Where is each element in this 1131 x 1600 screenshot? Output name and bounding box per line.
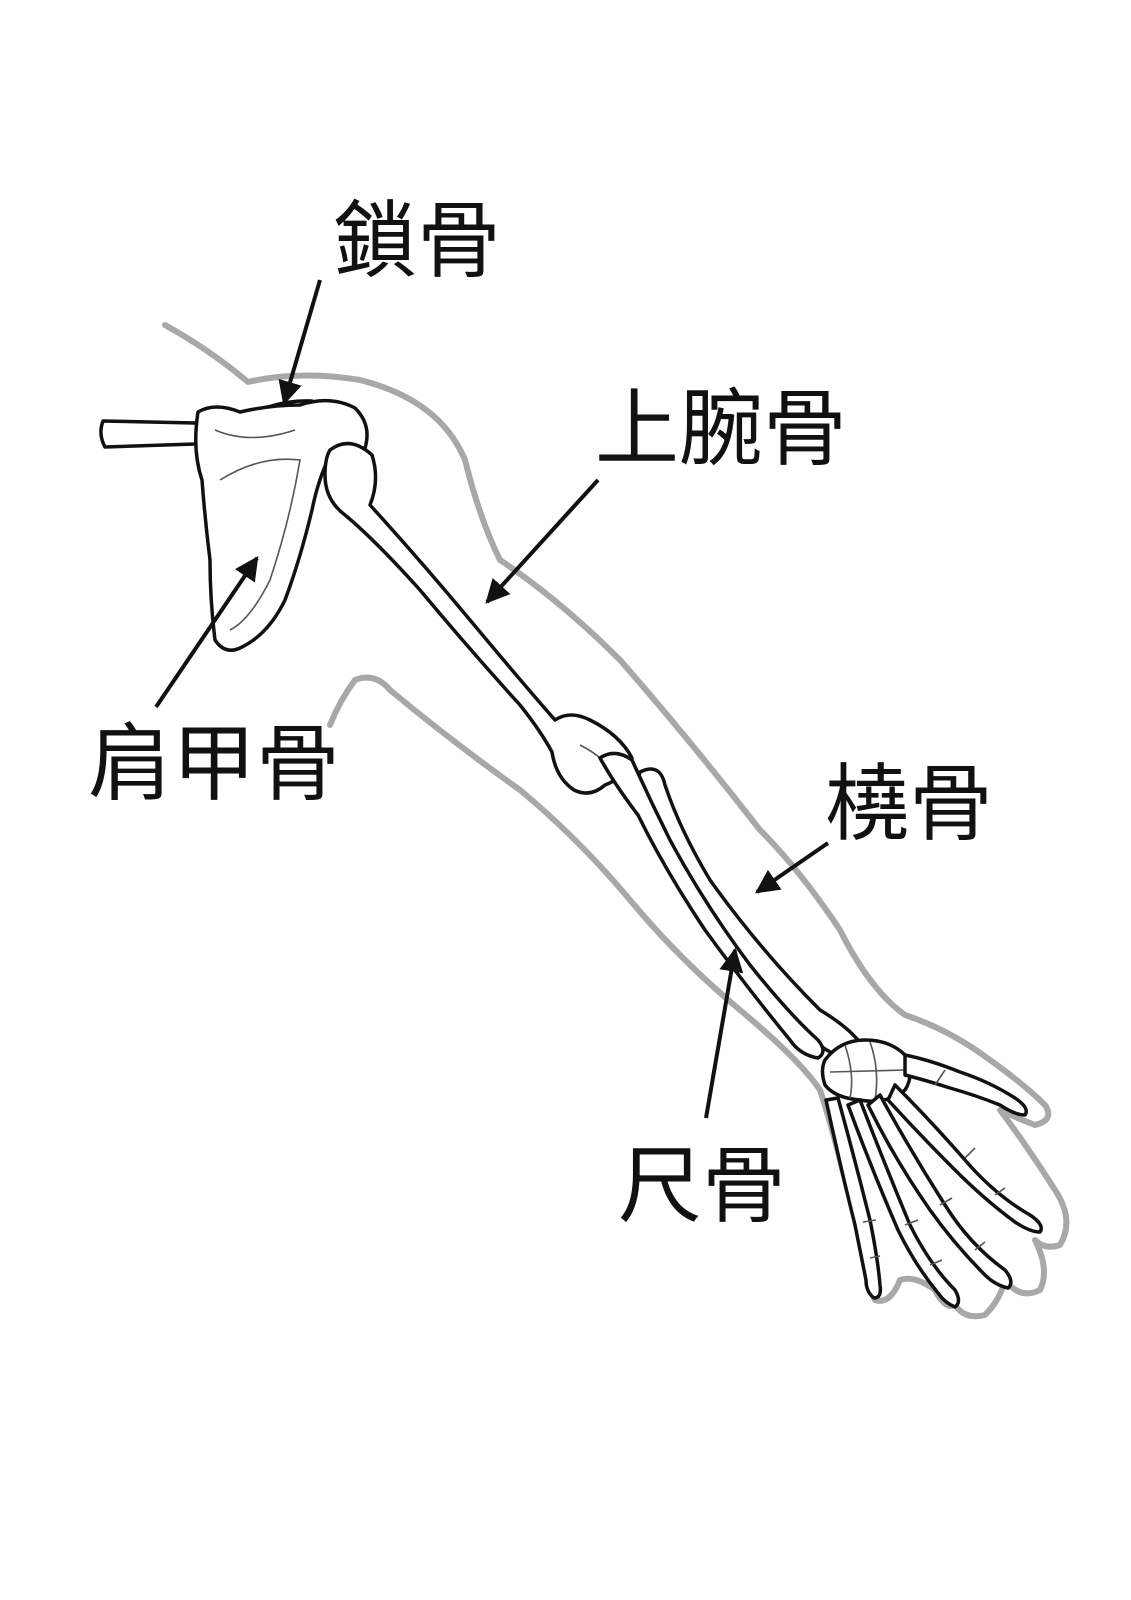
arrow-clavicle	[278, 279, 322, 406]
label-radius: 橈骨	[825, 755, 993, 853]
arrow-scapula	[154, 556, 259, 709]
carpal-bones	[820, 1038, 912, 1103]
arm-outline	[162, 322, 1070, 1320]
label-ulna: 尺骨	[618, 1137, 786, 1235]
arrow-humerus	[485, 478, 600, 604]
label-clavicle: 鎖骨	[333, 192, 501, 290]
arrow-ulna	[704, 947, 744, 1119]
hand-bones	[824, 1053, 1043, 1309]
label-humerus: 上腕骨	[595, 380, 847, 478]
label-scapula: 肩甲骨	[88, 715, 340, 813]
arrow-radius	[755, 841, 830, 894]
ulna-bone	[598, 751, 825, 1060]
